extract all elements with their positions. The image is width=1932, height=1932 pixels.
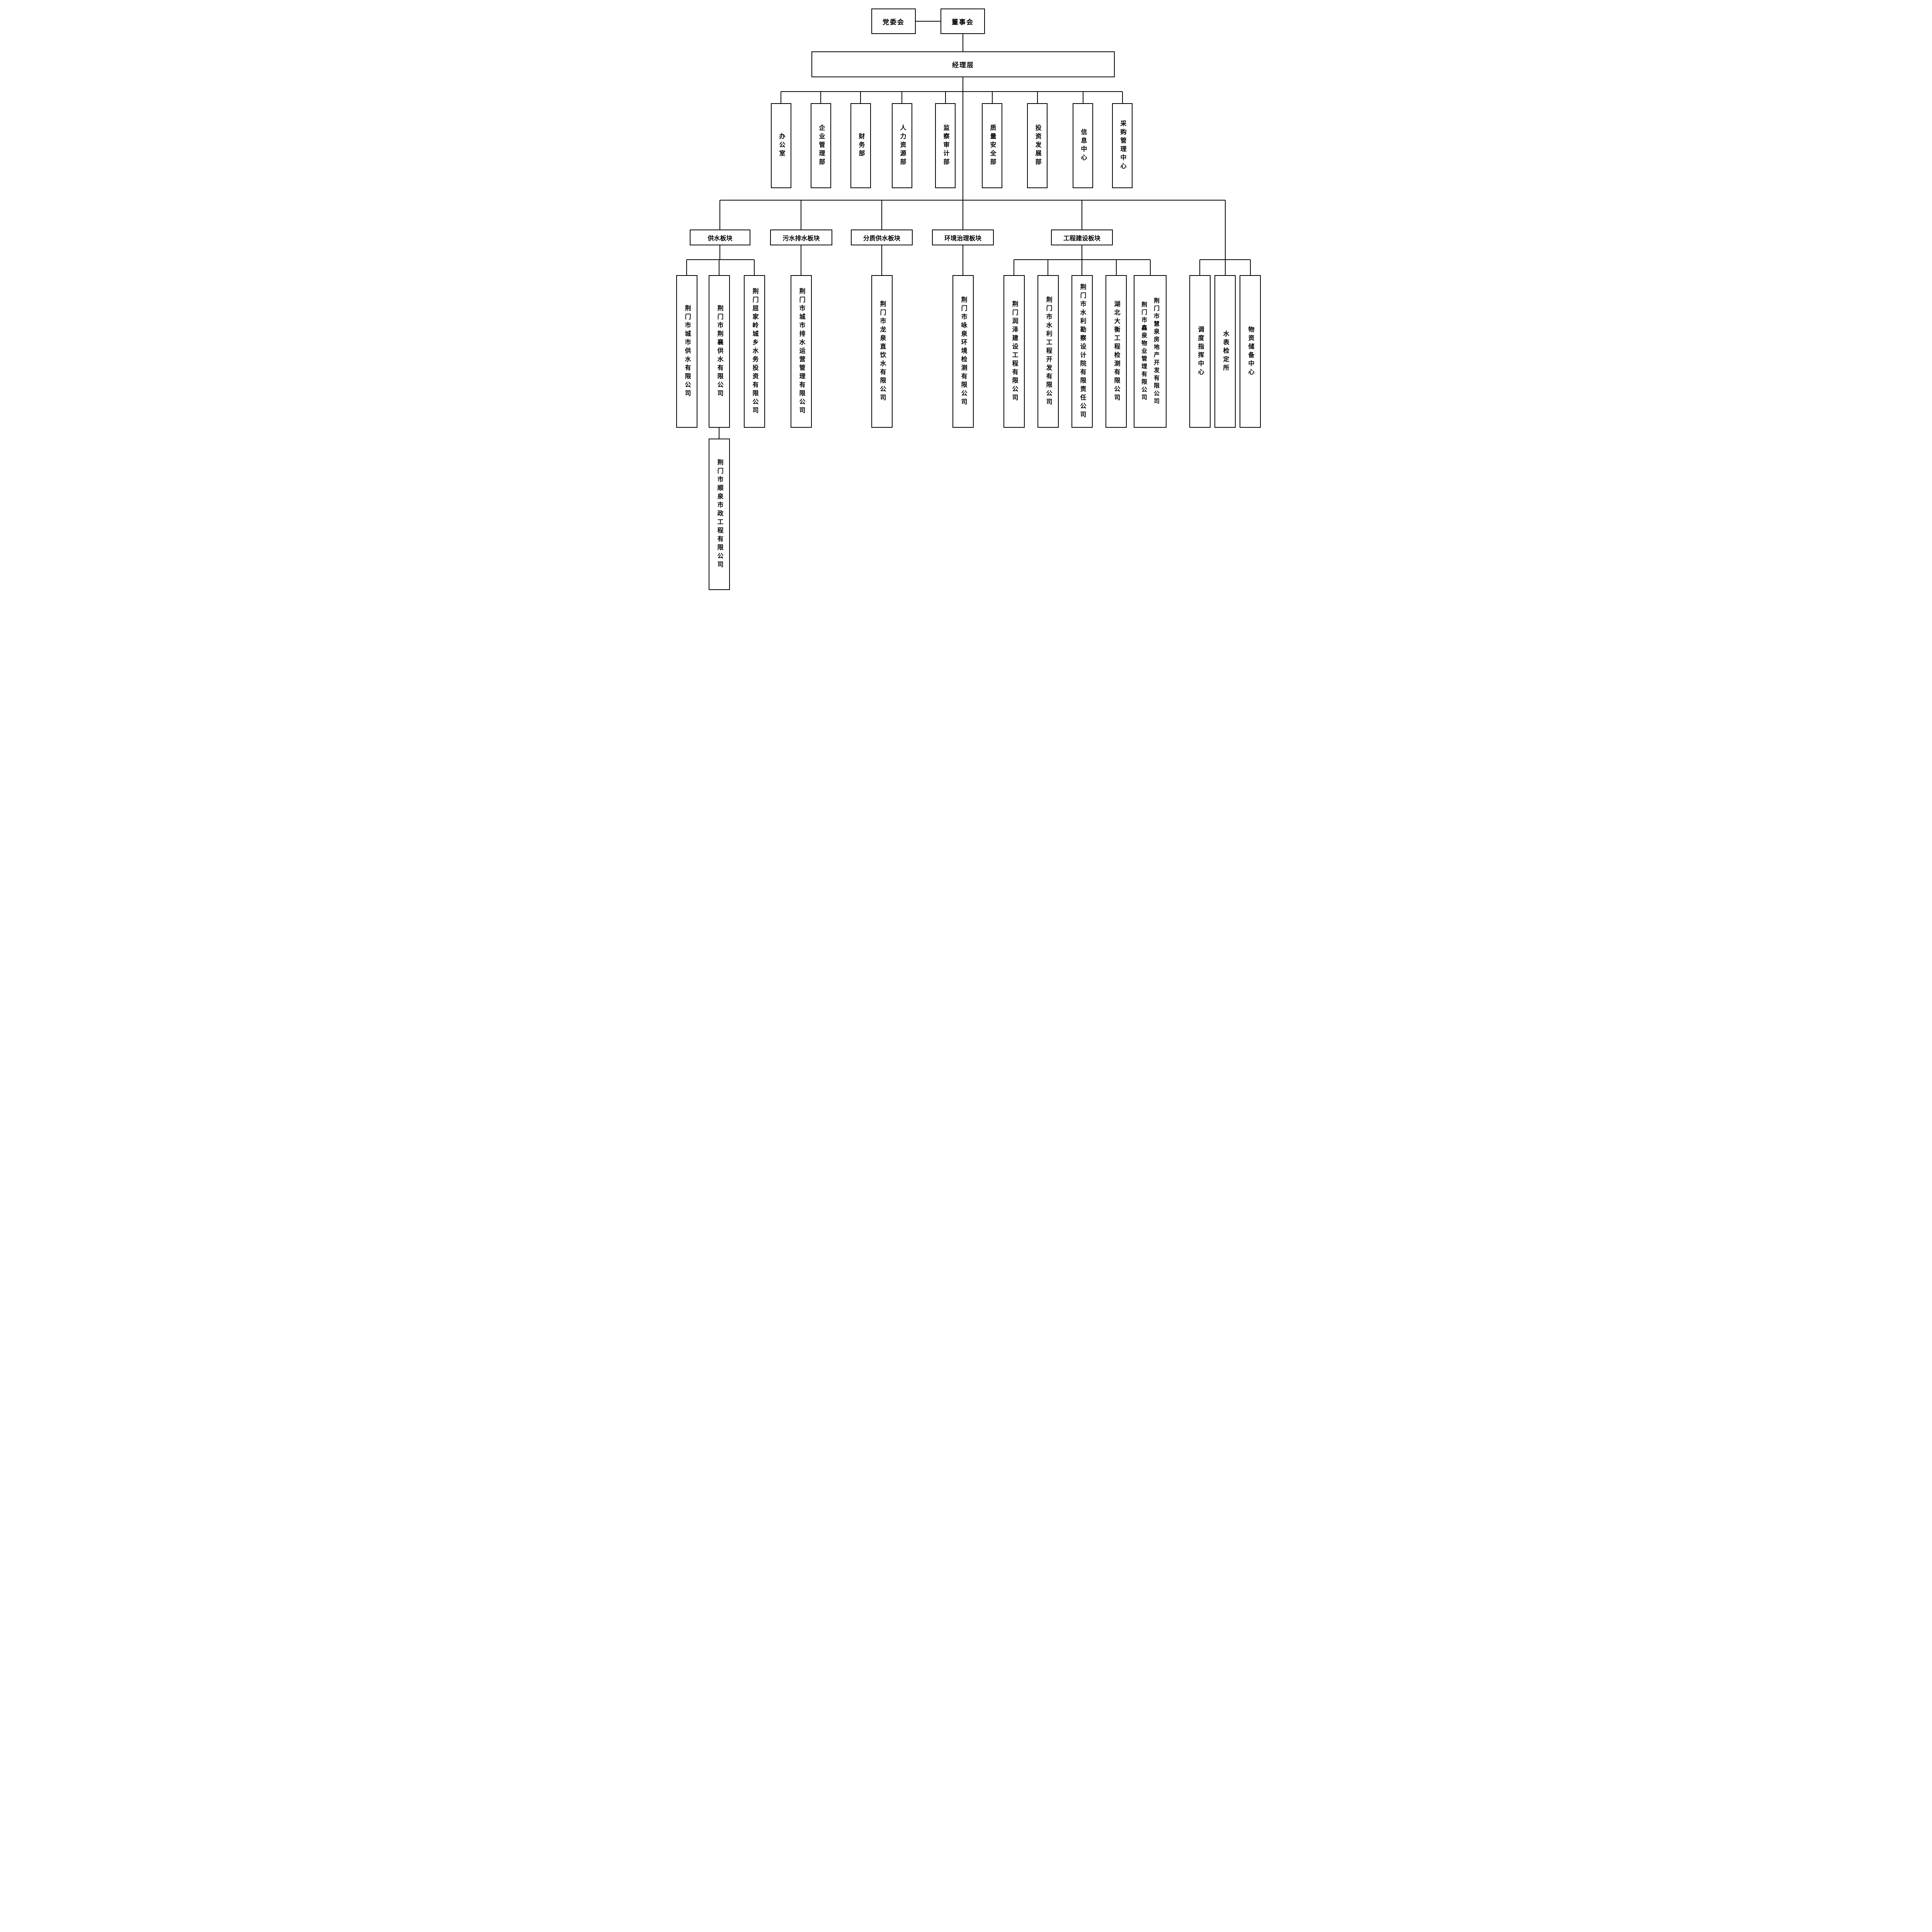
center-dispatch-command: 调度指挥中心 <box>1189 275 1211 428</box>
company-shunquan-municipal-engineering: 荆门市顺泉市政工程有限公司 <box>709 439 730 590</box>
dept-investment-development: 投资发展部 <box>1027 103 1048 188</box>
org-chart: 党委会 董事会 经理层 办公室 企业管理部 财务部 人力资源部 监察审计部 质量… <box>668 0 1264 593</box>
dept-supervision-audit: 监察审计部 <box>935 103 956 188</box>
center-water-meter-verification: 水表检定所 <box>1214 275 1236 428</box>
segment-environmental-governance: 环境治理板块 <box>932 230 994 245</box>
segment-quality-water-supply: 分质供水板块 <box>851 230 913 245</box>
segment-sewage-drainage: 污水排水板块 <box>770 230 832 245</box>
dept-quality-safety: 质量安全部 <box>982 103 1002 188</box>
dept-human-resources: 人力资源部 <box>892 103 912 188</box>
dept-information-center: 信息中心 <box>1073 103 1093 188</box>
segment-engineering-construction: 工程建设板块 <box>1051 230 1113 245</box>
company-water-survey-design-institute: 荆门市水利勘察设计院有限责任公司 <box>1071 275 1093 428</box>
center-material-reserve: 物资储备中心 <box>1240 275 1261 428</box>
company-city-water-supply: 荆门市城市供水有限公司 <box>676 275 697 428</box>
segment-water-supply: 供水板块 <box>690 230 750 245</box>
company-longquan-drinking-water: 荆门市龙泉直饮水有限公司 <box>871 275 893 428</box>
company-jingxiang-water-supply: 荆门市荆襄供水有限公司 <box>709 275 730 428</box>
company-huiquan-realestate-label: 荆门市慧泉房地产开发有限公司 <box>1153 297 1160 406</box>
company-xinquan-property-label: 荆门市鑫泉物业管理有限公司 <box>1141 301 1147 402</box>
company-daheng-engineering-testing: 湖北大衡工程检测有限公司 <box>1105 275 1127 428</box>
dept-office: 办公室 <box>771 103 791 188</box>
company-runze-construction: 荆门润泽建设工程有限公司 <box>1003 275 1025 428</box>
company-xinquan-huiquan-dual: 荆门市鑫泉物业管理有限公司 荆门市慧泉房地产开发有限公司 <box>1134 275 1167 428</box>
dept-finance: 财务部 <box>850 103 871 188</box>
dept-procurement-management-center: 采购管理中心 <box>1112 103 1133 188</box>
node-board-of-directors: 董事会 <box>940 9 985 34</box>
node-management-layer: 经理层 <box>811 51 1115 77</box>
company-qujialing-water-investment: 荆门屈家岭城乡水务投资有限公司 <box>744 275 765 428</box>
dept-enterprise-management: 企业管理部 <box>811 103 831 188</box>
company-city-drainage-operation: 荆门市城市排水运营管理有限公司 <box>791 275 812 428</box>
company-yongquan-environment-testing: 荆门市咏泉环境检测有限公司 <box>952 275 974 428</box>
company-water-conservancy-development: 荆门市水利工程开发有限公司 <box>1037 275 1059 428</box>
node-party-committee: 党委会 <box>871 9 916 34</box>
